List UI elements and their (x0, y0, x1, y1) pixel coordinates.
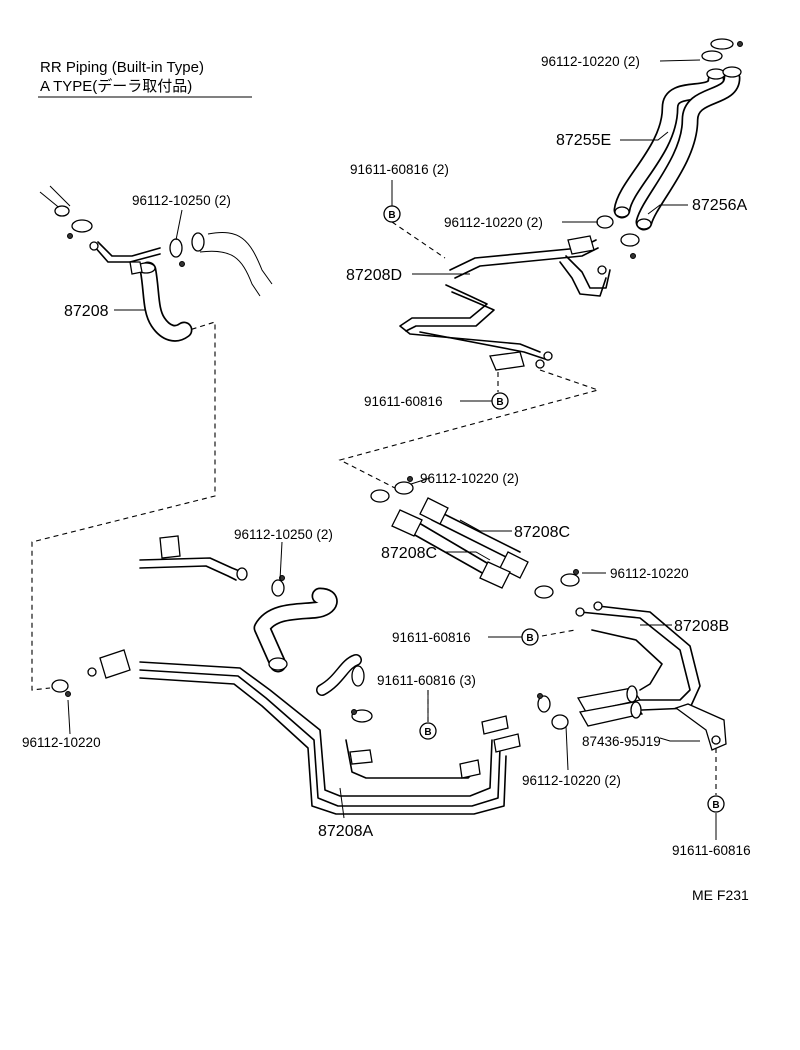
label-87208A: 87208A (318, 823, 373, 840)
hose-upper-left-fragment (39, 185, 273, 297)
bolt-badge-2: B (491, 392, 509, 410)
label-96112-10250-a: 96112-10250 (2) (132, 193, 231, 208)
dashed-guide-bolt-b3 (541, 629, 576, 637)
bolt-badge-2-letter: B (496, 397, 503, 408)
label-96112-10220-bot: 96112-10220 (2) (522, 773, 621, 788)
label-91611-60816-br: 91611-60816 (672, 843, 751, 858)
label-87208C-b: 87208C (381, 545, 437, 562)
label-91611-60816-3: 91611-60816 (3) (377, 673, 476, 688)
label-96112-10220-l: 96112-10220 (22, 735, 101, 750)
label-96112-10220-r: 96112-10220 (610, 566, 689, 581)
label-87255E: 87255E (556, 132, 611, 149)
label-91611-60816-d: 91611-60816 (364, 394, 443, 409)
label-96112-10220-mid: 96112-10220 (2) (444, 215, 543, 230)
label-87208: 87208 (64, 303, 109, 320)
label-87208B: 87208B (674, 618, 729, 635)
hose-clamp-top (701, 38, 743, 62)
bracket-87436-95J19 (674, 703, 727, 751)
hose-clamp-lower-left (51, 575, 373, 723)
title-line-2: A TYPE(デーラ取付品) (40, 77, 192, 95)
label-87208C-a: 87208C (514, 524, 570, 541)
hose-87208C-a (419, 497, 529, 579)
hose-87256A (635, 66, 742, 231)
label-87256A: 87256A (692, 197, 747, 214)
bolt-badge-4-letter: B (424, 727, 431, 738)
bolt-badge-5: B (707, 795, 725, 813)
bolt-badge-1-letter: B (388, 210, 395, 221)
label-96112-10250-b: 96112-10250 (2) (234, 527, 333, 542)
label-96112-10220-top: 96112-10220 (2) (541, 54, 640, 69)
title-line-1: RR Piping (Built-in Type) (40, 59, 204, 76)
dashed-guide-lines (31, 221, 717, 795)
dashed-guide-bolt-b1 (391, 221, 446, 259)
hose-clamp-upper-left (67, 219, 185, 267)
dashed-guide-center (338, 369, 600, 489)
hose-87255E (613, 68, 726, 219)
bolt-badge-3: B (521, 628, 539, 646)
bolt-badge-3-letter: B (526, 633, 533, 644)
bolt-badge-1: B (383, 205, 401, 223)
hose-87208 (89, 241, 193, 342)
hose-clamp-87208C (370, 476, 580, 599)
pipe-87208A (87, 649, 521, 815)
leader-lines (67, 59, 717, 840)
bolt-badge-4: B (419, 722, 437, 740)
label-87436-95J19: 87436-95J19 (582, 734, 661, 749)
label-91611-60816-b: 91611-60816 (392, 630, 471, 645)
pipe-lower-left-fragment (139, 535, 248, 581)
label-91611-60816-2: 91611-60816 (2) (350, 162, 449, 177)
pipe-87208D (399, 235, 611, 371)
hose-clamp-lower-right (537, 693, 569, 730)
dashed-guide-left (31, 321, 216, 691)
hose-87208C-b (391, 509, 511, 589)
label-96112-10220-c: 96112-10220 (2) (420, 471, 519, 486)
hose-lower-middle (253, 587, 365, 696)
part-labels: 96112-10220 (2) 87255E 87256A 91611-6081… (22, 54, 751, 903)
label-87208D: 87208D (346, 267, 402, 284)
figure-code: ME F231 (692, 887, 749, 903)
hose-clamp-mid-right (596, 215, 640, 259)
bolt-badge-5-letter: B (712, 800, 719, 811)
diagram-title: RR Piping (Built-in Type) A TYPE(デーラ取付品) (38, 59, 252, 98)
